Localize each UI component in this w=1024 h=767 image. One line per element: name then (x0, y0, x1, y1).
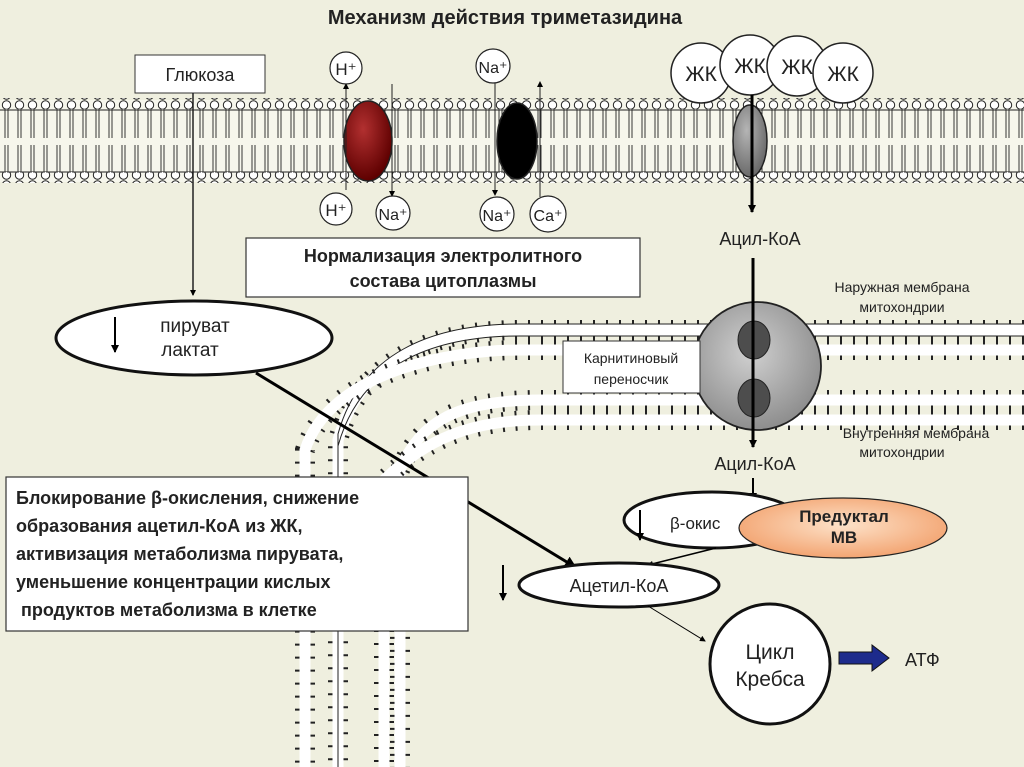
ion-na-in-1: Na⁺ (379, 207, 408, 224)
outer-membrane-line1: Наружная мембрана (834, 279, 969, 295)
blocking-line3: активизация метаболизма пирувата, (16, 544, 343, 564)
pyruvate-line2: лактат (161, 340, 219, 361)
blocking-box: Блокирование β-окисления, снижение образ… (5, 476, 469, 632)
atp-arrow-icon (838, 643, 890, 673)
diagram-title: Механизм действия триметазидина (328, 7, 683, 29)
ion-na-out: Na⁺ (479, 60, 508, 77)
fatty-acid-4: ЖК (827, 63, 859, 86)
ion-h-out: H⁺ (335, 60, 356, 79)
carnitine-transporter (692, 301, 822, 431)
pyruvate-line1: пируват (160, 316, 230, 337)
beta-to-acetyl-arrow (647, 547, 717, 567)
fa-transporter (732, 104, 768, 178)
inner-membrane-line2: митохондрии (859, 444, 944, 460)
ion-na-in-2: Na⁺ (483, 208, 512, 225)
krebs-line2: Кребса (735, 668, 805, 691)
ion-h-in: H⁺ (325, 201, 346, 220)
carnitine-line1: Карнитиновый (584, 350, 678, 366)
na-h-exchanger: H⁺ H⁺ Na⁺ (319, 51, 411, 231)
normalization-line2: состава цитоплазмы (350, 271, 537, 291)
preductal-line1: Предуктал (799, 507, 889, 526)
blocking-line1: Блокирование β-окисления, снижение (16, 488, 359, 508)
acetyl-to-krebs-arrow (647, 605, 706, 642)
inner-membrane-line1: Внутренняя мембрана (843, 425, 990, 441)
fatty-acid-2: ЖК (734, 55, 766, 78)
fatty-acids: ЖК ЖК ЖК ЖК (670, 34, 874, 104)
preductal-line2: МВ (831, 528, 857, 547)
beta-oxidation-label: β-окис (670, 514, 721, 533)
acetyl-coa-ellipse: Ацетил-КоА (517, 561, 721, 609)
outer-membrane-line2: митохондрии (859, 299, 944, 315)
atp-label: АТФ (905, 650, 940, 670)
glucose-box: Глюкоза (134, 54, 266, 94)
carnitine-line2: переносчик (594, 371, 669, 387)
normalization-box: Нормализация электролитного состава цито… (245, 237, 641, 298)
carnitine-label-box: Карнитиновый переносчик (562, 340, 701, 394)
blocking-line5: продуктов метаболизма в клетке (21, 600, 317, 620)
acyl-coa-mito-label: Ацил-КоА (714, 454, 795, 474)
glucose-label: Глюкоза (166, 65, 236, 85)
blocking-line2: образования ацетил-КоА из ЖК, (16, 516, 303, 536)
preductal-badge: Предуктал МВ (738, 497, 948, 559)
ion-ca-in: Ca⁺ (534, 208, 563, 225)
pyruvate-to-acetyl-arrow (255, 371, 577, 569)
krebs-cycle: Цикл Кребса (708, 602, 832, 726)
acetyl-coa-label: Ацетил-КоА (570, 576, 669, 596)
fatty-acid-1: ЖК (685, 63, 717, 86)
blocking-line4: уменьшение концентрации кислых (16, 572, 331, 592)
acyl-coa-top-label: Ацил-КоА (719, 229, 800, 249)
fatty-acid-3: ЖК (781, 56, 813, 79)
na-ca-exchanger: Na⁺ Na⁺ Ca⁺ (475, 48, 567, 233)
normalization-line1: Нормализация электролитного (304, 246, 582, 266)
krebs-line1: Цикл (746, 641, 795, 664)
pyruvate-ellipse: пируват лактат (54, 299, 334, 377)
mitochondrial-membranes (295, 320, 1024, 767)
